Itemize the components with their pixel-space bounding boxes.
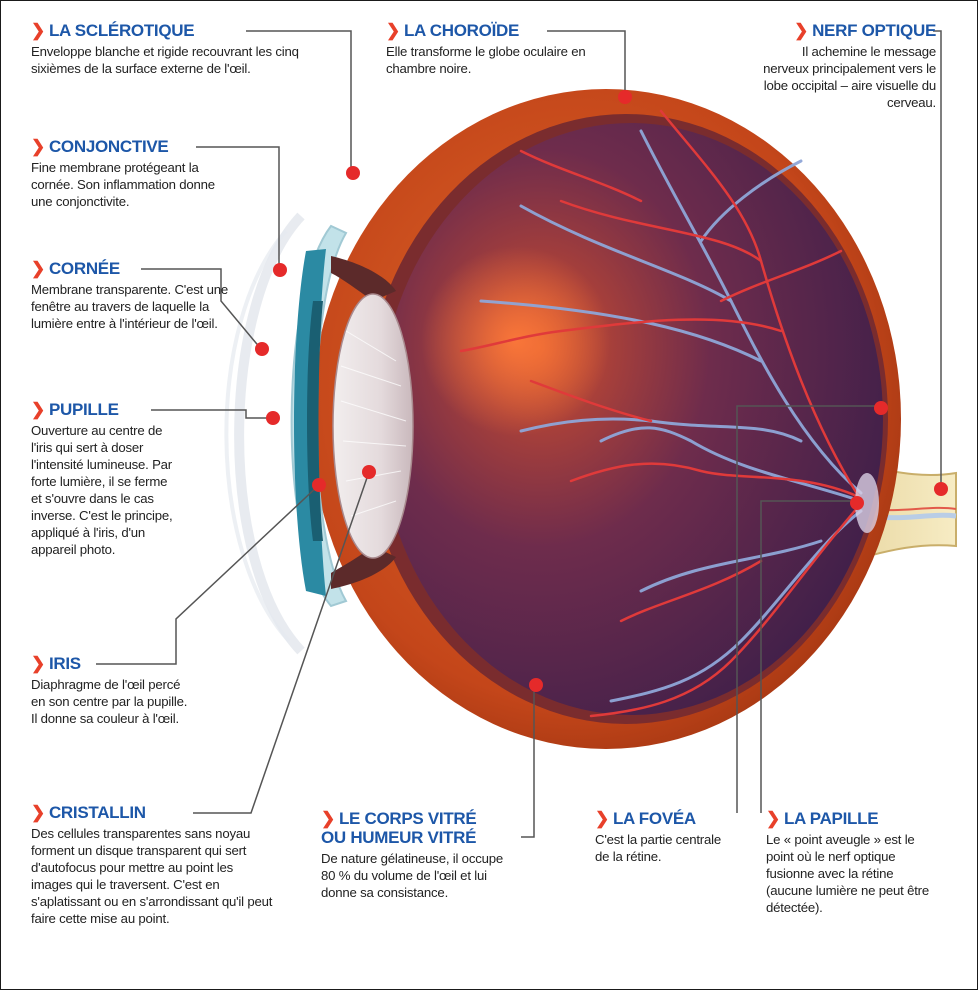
label-nerf-optique: ❯NERF OPTIQUE Il achemine le message ner… xyxy=(736,21,936,111)
marker-choroide xyxy=(618,90,632,104)
right-chevron-icon: ❯ xyxy=(794,21,808,40)
label-corps-vitre: ❯LE CORPS VITRÉ OU HUMEUR VITRÉ De natur… xyxy=(321,809,521,901)
label-nerf-title: ❯NERF OPTIQUE xyxy=(736,21,936,40)
label-papille-desc: Le « point aveugle » est le point où le … xyxy=(766,831,936,916)
label-cornee: ❯CORNÉE Membrane transparente. C'est une… xyxy=(31,259,246,332)
label-iris-desc: Diaphragme de l'œil percé en son centre … xyxy=(31,676,191,727)
right-chevron-icon: ❯ xyxy=(595,809,609,828)
label-conjonctive: ❯CONJONCTIVE Fine membrane protégeant la… xyxy=(31,137,251,210)
right-chevron-icon: ❯ xyxy=(31,137,45,156)
marker-papille xyxy=(850,496,864,510)
right-chevron-icon: ❯ xyxy=(31,803,45,822)
label-pupille-desc: Ouverture au centre de l'iris qui sert à… xyxy=(31,422,181,558)
label-cristallin-title: ❯CRISTALLIN xyxy=(31,803,291,822)
marker-corps xyxy=(529,678,543,692)
lens-shape xyxy=(333,294,413,558)
label-papille-title: ❯LA PAPILLE xyxy=(766,809,966,828)
label-sclerotique: ❯LA SCLÉROTIQUE Enveloppe blanche et rig… xyxy=(31,21,351,77)
label-nerf-desc: Il achemine le message nerveux principal… xyxy=(761,43,936,111)
right-chevron-icon: ❯ xyxy=(766,809,780,828)
right-chevron-icon: ❯ xyxy=(31,654,45,673)
marker-sclerotique xyxy=(346,166,360,180)
label-cristallin-desc: Des cellules transparentes sans noyau fo… xyxy=(31,825,276,927)
label-papille: ❯LA PAPILLE Le « point aveugle » est le … xyxy=(766,809,966,916)
right-chevron-icon: ❯ xyxy=(321,809,335,828)
label-conjonctive-title: ❯CONJONCTIVE xyxy=(31,137,251,156)
label-sclerotique-desc: Enveloppe blanche et rigide recouvrant l… xyxy=(31,43,331,77)
label-corps-title-2: OU HUMEUR VITRÉ xyxy=(321,828,521,847)
label-conjonctive-desc: Fine membrane protégeant la cornée. Son … xyxy=(31,159,236,210)
label-pupille-title: ❯PUPILLE xyxy=(31,400,201,419)
marker-pupille xyxy=(266,411,280,425)
marker-nerf xyxy=(934,482,948,496)
label-cristallin: ❯CRISTALLIN Des cellules transparentes s… xyxy=(31,803,291,927)
label-sclerotique-title: ❯LA SCLÉROTIQUE xyxy=(31,21,351,40)
label-pupille: ❯PUPILLE Ouverture au centre de l'iris q… xyxy=(31,400,201,558)
right-chevron-icon: ❯ xyxy=(31,259,45,278)
label-cornee-title: ❯CORNÉE xyxy=(31,259,246,278)
label-choroide: ❯LA CHOROÏDE Elle transforme le globe oc… xyxy=(386,21,626,77)
label-fovea-desc: C'est la partie centrale de la rétine. xyxy=(595,831,735,865)
marker-conjonctive xyxy=(273,263,287,277)
label-fovea-title: ❯LA FOVÉA xyxy=(595,809,755,828)
marker-cornee xyxy=(255,342,269,356)
right-chevron-icon: ❯ xyxy=(31,400,45,419)
label-iris-title: ❯IRIS xyxy=(31,654,211,673)
right-chevron-icon: ❯ xyxy=(386,21,400,40)
label-cornee-desc: Membrane transparente. C'est une fenêtre… xyxy=(31,281,241,332)
fovea-glow xyxy=(421,246,611,436)
marker-iris xyxy=(312,478,326,492)
label-corps-desc: De nature gélatineuse, il occupe 80 % du… xyxy=(321,850,511,901)
label-choroide-title: ❯LA CHOROÏDE xyxy=(386,21,626,40)
label-fovea: ❯LA FOVÉA C'est la partie centrale de la… xyxy=(595,809,755,865)
label-corps-title: ❯LE CORPS VITRÉ xyxy=(321,809,521,828)
right-chevron-icon: ❯ xyxy=(31,21,45,40)
label-iris: ❯IRIS Diaphragme de l'œil percé en son c… xyxy=(31,654,211,727)
marker-cristallin xyxy=(362,465,376,479)
marker-fovea xyxy=(874,401,888,415)
label-choroide-desc: Elle transforme le globe oculaire en cha… xyxy=(386,43,621,77)
